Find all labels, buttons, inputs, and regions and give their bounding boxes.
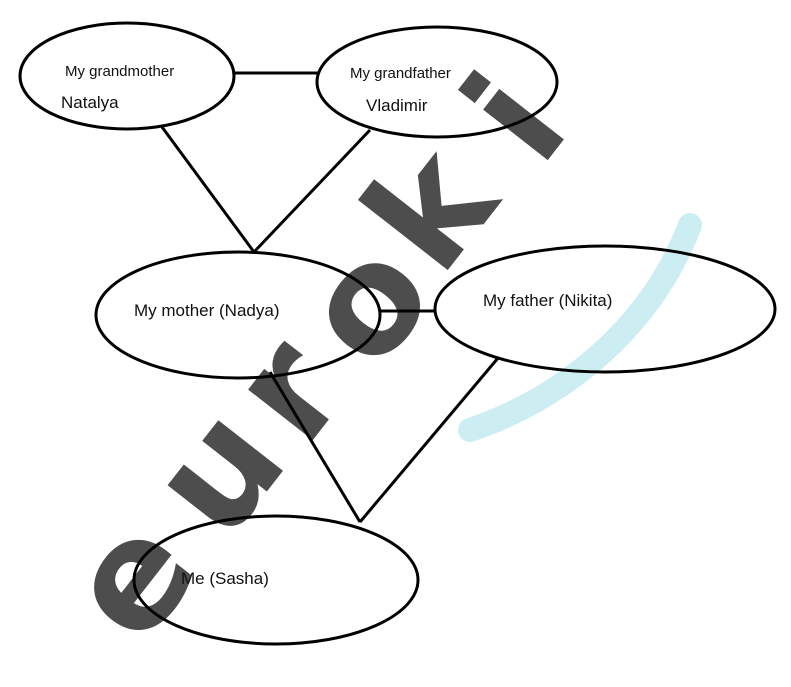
grandmother-title: My grandmother — [65, 63, 174, 80]
grandfather-title: My grandfather — [350, 65, 451, 82]
father-ellipse — [433, 244, 777, 374]
node-grandmother: My grandmother Natalya — [18, 21, 236, 131]
me-ellipse — [132, 514, 420, 646]
grandfather-ellipse — [315, 25, 559, 139]
node-me: Me (Sasha) — [132, 514, 420, 646]
me-label: Me (Sasha) — [181, 569, 269, 588]
grandmother-name: Natalya — [61, 93, 119, 112]
father-label: My father (Nikita) — [483, 291, 612, 310]
edge-father-me — [358, 357, 500, 523]
node-grandfather: My grandfather Vladimir — [315, 25, 559, 139]
watermark-swoosh — [458, 213, 702, 442]
edge-grandfather-mother — [252, 128, 372, 254]
grandfather-name: Vladimir — [366, 96, 428, 115]
mother-label: My mother (Nadya) — [134, 301, 279, 320]
edge-grandmother-mother — [160, 126, 256, 253]
edges — [160, 71, 500, 523]
edge-mother-me — [268, 371, 362, 523]
node-father: My father (Nikita) — [433, 244, 777, 374]
grandmother-ellipse — [18, 21, 236, 131]
node-mother: My mother (Nadya) — [94, 250, 382, 380]
mother-ellipse — [94, 250, 382, 380]
